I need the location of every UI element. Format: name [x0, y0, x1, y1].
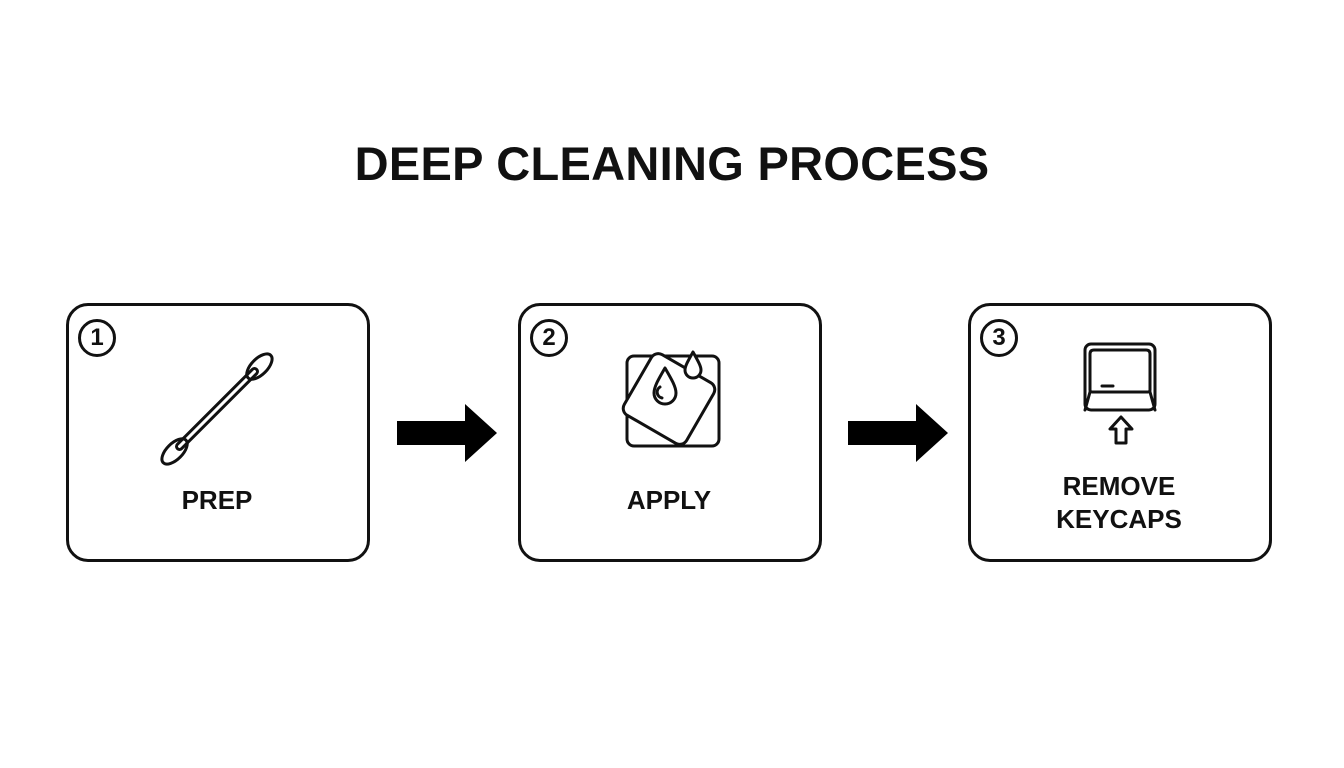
- cleaning-wipes-drops-icon: [621, 350, 721, 448]
- step-card-remove-keycaps: 3 REMOVE KEYCAPS: [968, 303, 1272, 562]
- step-label: REMOVE KEYCAPS: [1056, 471, 1182, 534]
- page-title: DEEP CLEANING PROCESS: [354, 137, 990, 190]
- step-number-badge: 2: [530, 319, 568, 357]
- keycap-removal-icon: [1083, 342, 1157, 445]
- cotton-swab-icon: [160, 352, 274, 466]
- arrow-right-icon: [397, 404, 497, 462]
- step-number-badge: 3: [980, 319, 1018, 357]
- arrow-right-icon: [848, 404, 948, 462]
- step-label: APPLY: [626, 485, 712, 515]
- step-card-prep: 1 PREP: [66, 303, 370, 562]
- step-card-apply: 2 APPLY: [518, 303, 822, 562]
- step-number-badge: 1: [78, 319, 116, 357]
- step-label: PREP: [181, 485, 253, 515]
